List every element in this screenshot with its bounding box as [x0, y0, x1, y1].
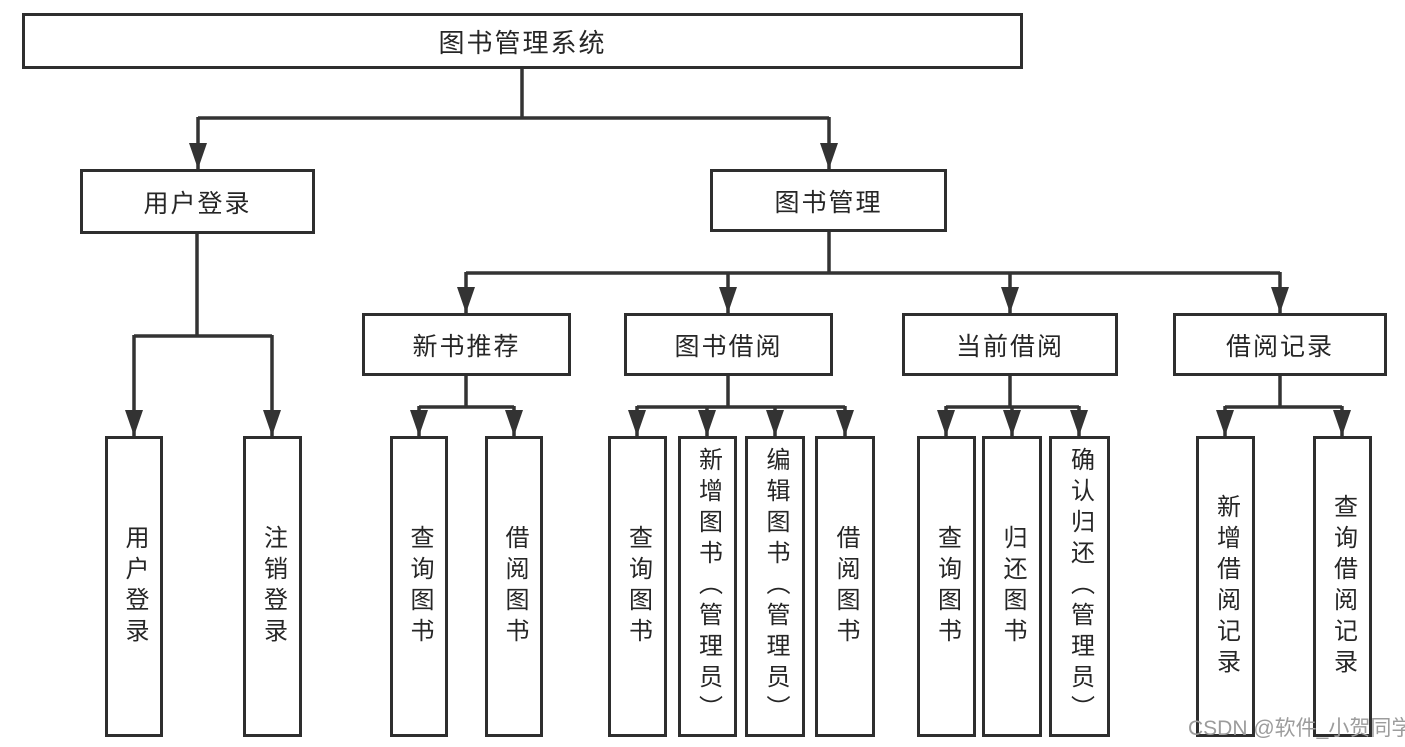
leaf-user-login: 用户登录 — [105, 436, 163, 737]
leaf-return-book: 归还图书 — [982, 436, 1042, 737]
node-user-login: 用户登录 — [80, 169, 315, 234]
csdn-watermark: CSDN @软件_小贺同学 — [1188, 717, 1405, 740]
leaf-logout-label: 注销登录 — [259, 524, 287, 649]
leaf-return-book-label: 归还图书 — [999, 524, 1026, 649]
leaf-confirm-return-admin: 确认归还（管理员） — [1049, 436, 1110, 737]
leaf-borrow-book-label: 借阅图书 — [832, 524, 859, 649]
leaf-query-book-borrow-label: 查询图书 — [624, 524, 652, 649]
leaf-borrow-book-recommend-label: 借阅图书 — [501, 524, 528, 649]
leaf-edit-book-admin: 编辑图书（管理员） — [745, 436, 805, 737]
node-book-management: 图书管理 — [710, 169, 947, 232]
leaf-edit-book-admin-label: 编辑图书（管理员） — [762, 447, 789, 726]
leaf-add-book-admin: 新增图书（管理员） — [678, 436, 737, 737]
leaf-confirm-return-admin-label: 确认归还（管理员） — [1066, 447, 1094, 726]
leaf-query-book-current-label: 查询图书 — [933, 524, 961, 649]
leaf-add-borrow-record-label: 新增借阅记录 — [1212, 493, 1240, 680]
leaf-user-login-label: 用户登录 — [121, 524, 148, 649]
leaf-query-book-recommend: 查询图书 — [390, 436, 448, 737]
leaf-logout: 注销登录 — [243, 436, 302, 737]
leaf-query-book-recommend-label: 查询图书 — [406, 524, 433, 649]
leaf-query-borrow-record: 查询借阅记录 — [1313, 436, 1372, 737]
leaf-borrow-book: 借阅图书 — [815, 436, 875, 737]
leaf-query-book-current: 查询图书 — [917, 436, 976, 737]
leaf-add-borrow-record: 新增借阅记录 — [1196, 436, 1255, 737]
node-borrow-record: 借阅记录 — [1173, 313, 1387, 376]
leaf-query-book-borrow: 查询图书 — [608, 436, 667, 737]
node-new-book-recommend: 新书推荐 — [362, 313, 571, 376]
leaf-add-book-admin-label: 新增图书（管理员） — [694, 447, 722, 726]
leaf-query-borrow-record-label: 查询借阅记录 — [1329, 493, 1357, 680]
leaf-borrow-book-recommend: 借阅图书 — [485, 436, 543, 737]
node-book-borrow: 图书借阅 — [624, 313, 833, 376]
node-root-system: 图书管理系统 — [22, 13, 1023, 69]
node-current-borrow: 当前借阅 — [902, 313, 1118, 376]
